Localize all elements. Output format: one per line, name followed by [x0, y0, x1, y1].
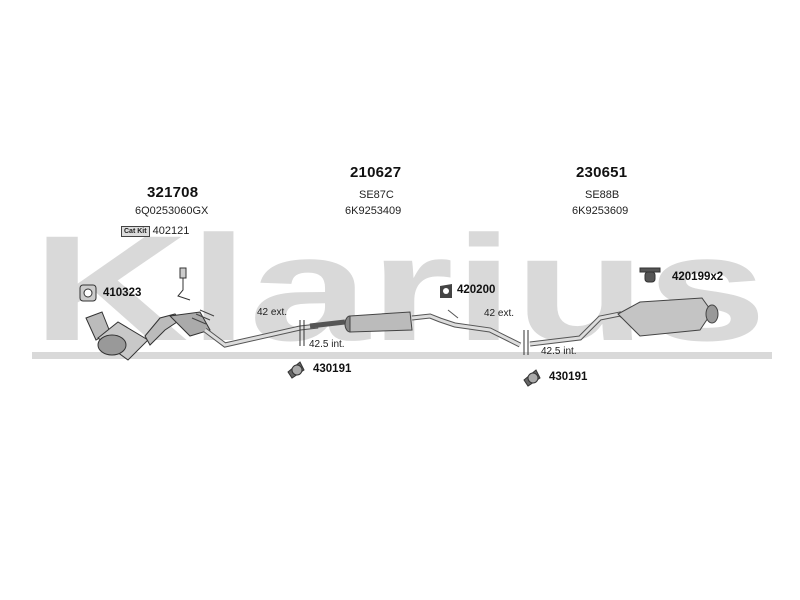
part-code-middle-2: 6K9253409 — [345, 205, 402, 217]
gasket-icon — [79, 284, 97, 302]
front-ext-dim: 42 ext. — [257, 307, 288, 318]
catalytic-converter — [85, 309, 215, 361]
rear-int-dim: 42.5 int. — [541, 346, 577, 357]
part-code-front: 6Q0253060GX — [135, 205, 209, 217]
hanger-mid-ref: 420200 — [457, 284, 496, 296]
clamp-icon-rear — [523, 369, 541, 387]
clamp-rear-ref: 430191 — [549, 371, 588, 383]
lambda-sensor — [177, 267, 191, 301]
clamp-front-ref: 430191 — [313, 363, 352, 375]
front-int-dim: 42.5 int. — [309, 339, 345, 350]
rear-ext-dim: 42 ext. — [484, 308, 515, 319]
part-number-middle: 210627 — [350, 164, 402, 181]
watermark-text: Klarius — [32, 218, 767, 368]
part-number-rear: 230651 — [576, 164, 628, 181]
part-code-rear-1: SE88B — [585, 189, 620, 201]
part-code-middle-1: SE87C — [359, 189, 394, 201]
gasket-ref: 410323 — [103, 287, 142, 299]
part-code-rear-2: 6K9253609 — [572, 205, 629, 217]
klarius-watermark: Klarius — [32, 218, 772, 368]
cat-kit-number: 402121 — [152, 225, 190, 237]
middle-silencer — [309, 309, 522, 348]
rear-silencer — [529, 297, 719, 347]
watermark-underline — [32, 352, 772, 359]
hanger-rear-ref: 420199x2 — [672, 271, 724, 283]
cat-kit-row: Cat Kit 402121 — [121, 225, 189, 237]
clamp-icon-front — [287, 361, 305, 379]
cat-kit-badge: Cat Kit — [121, 225, 150, 237]
part-number-front: 321708 — [147, 184, 199, 201]
hanger-icon-rear — [639, 267, 661, 283]
hanger-icon-mid — [440, 284, 452, 298]
